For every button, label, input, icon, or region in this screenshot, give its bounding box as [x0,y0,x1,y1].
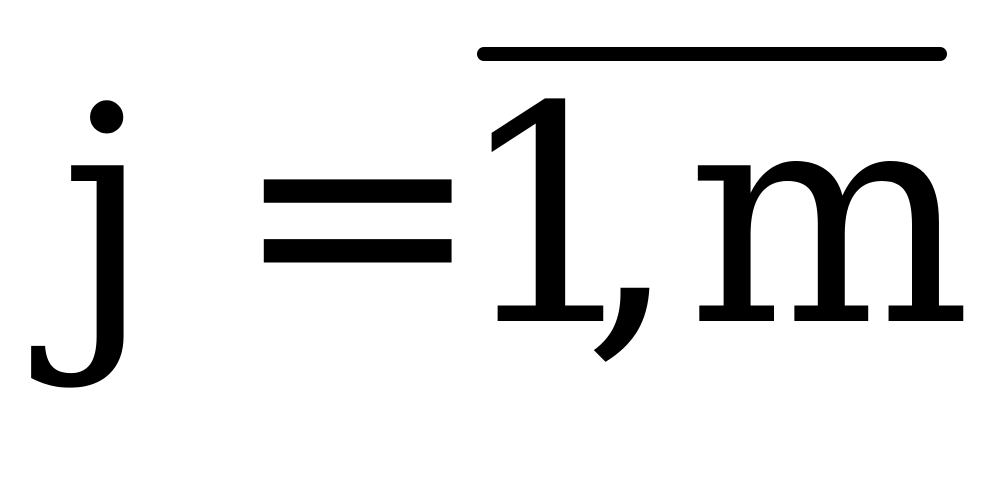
range-upper-bound: m [687,43,972,392]
index-range: 1 , m [455,0,971,500]
range-overline [477,47,947,61]
index-variable: j [60,43,154,392]
range-separator: , [583,43,679,392]
range-lower-bound: 1 [455,43,646,392]
equals-sign: = [232,37,484,386]
